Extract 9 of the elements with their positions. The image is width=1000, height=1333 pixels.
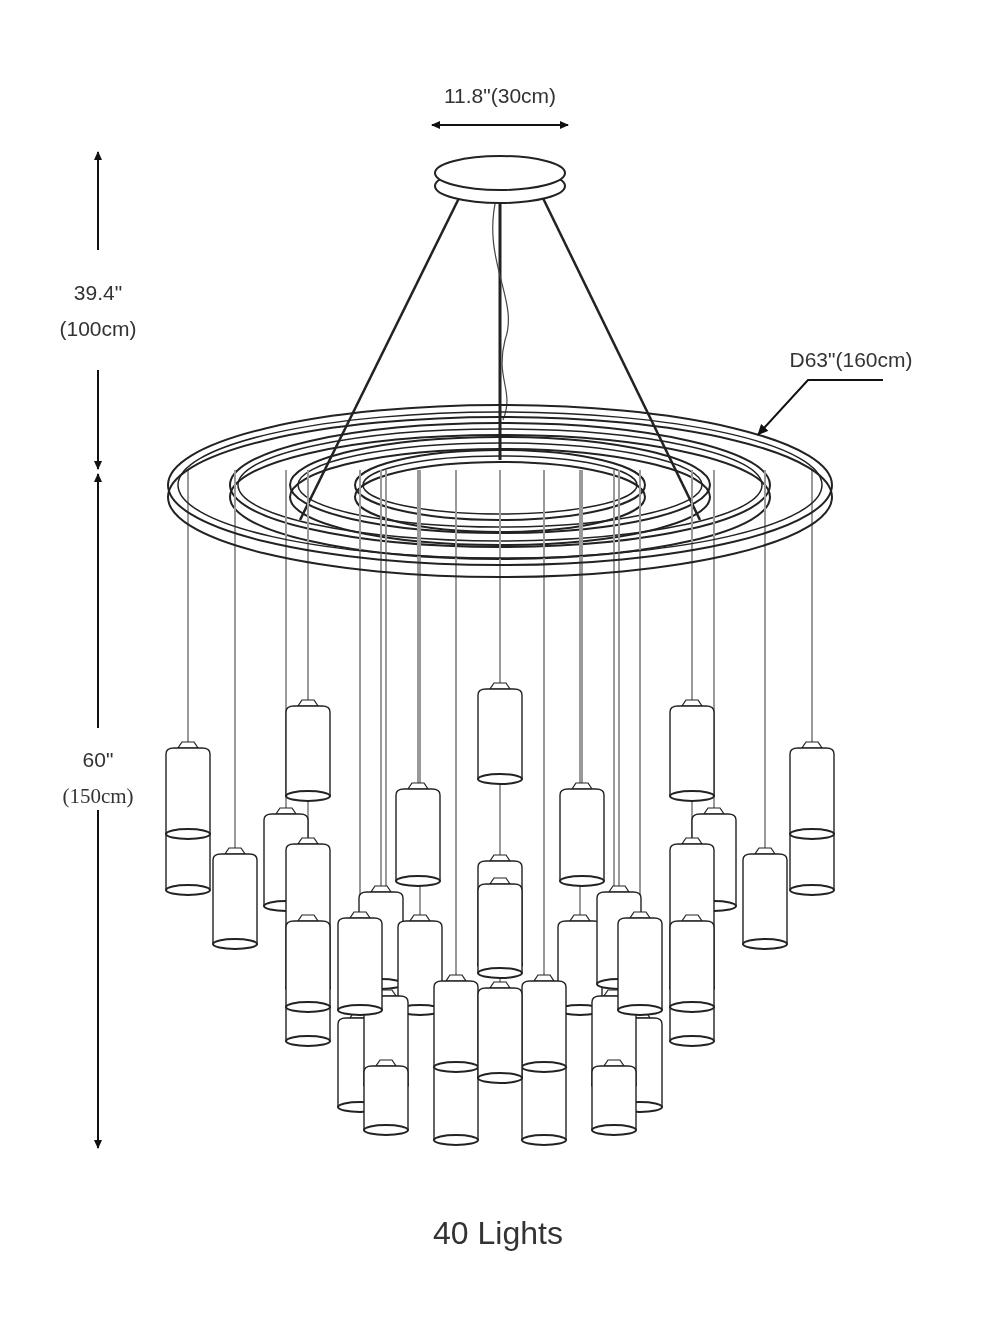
dimension-label: D63"(160cm) — [789, 347, 913, 374]
outer-ring — [167, 404, 833, 578]
leader-line — [757, 379, 884, 436]
dimension-label: (150cm) — [62, 783, 134, 811]
dimension-label: (100cm) — [59, 316, 137, 343]
caption-text: 40 Lights — [433, 1214, 563, 1253]
dimension-label: 11.8"(30cm) — [443, 83, 557, 110]
dimension-label: 39.4" — [73, 280, 123, 307]
dimension-label: 60" — [82, 747, 114, 774]
